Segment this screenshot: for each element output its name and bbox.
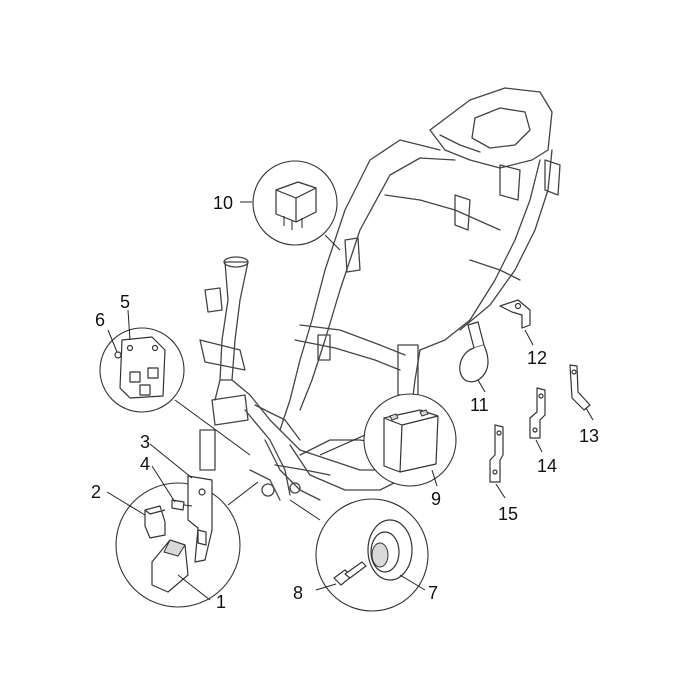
callout-2: 2 [91,482,146,516]
callout-3: 3 [140,432,193,479]
callout-label-14: 14 [537,456,557,476]
callout-8: 8 [293,583,337,603]
callout-label-5: 5 [120,292,130,312]
callout-label-3: 3 [140,432,150,452]
callout-10: 10 [213,193,252,213]
bracket-part-14 [529,387,546,453]
bracket-part-13 [569,364,594,421]
callout-14: 14 [537,456,557,476]
callout-7: 7 [399,574,438,603]
callout-12: 12 [527,348,547,368]
bracket-part-15 [489,424,506,499]
callout-6: 6 [95,310,118,353]
horn-detail [289,498,429,612]
callout-5: 5 [120,292,131,341]
callout-15: 15 [498,504,518,524]
callout-label-6: 6 [95,310,105,330]
bracket-part-12 [499,299,534,346]
callout-9: 9 [431,469,441,509]
callout-label-7: 7 [428,583,438,603]
callout-label-4: 4 [140,454,150,474]
clamp-part-11 [459,321,489,393]
callout-label-11: 11 [470,395,489,415]
callout-label-8: 8 [293,583,303,603]
bracket-5-detail [99,327,251,456]
relay-detail [252,160,341,251]
callout-4: 4 [140,454,176,503]
callout-label-15: 15 [498,504,518,524]
callout-1: 1 [177,574,226,612]
relay-bracket-detail [115,475,259,608]
callout-label-9: 9 [431,489,441,509]
callout-label-1: 1 [216,592,226,612]
callout-label-10: 10 [213,193,233,213]
callout-label-12: 12 [527,348,547,368]
callout-label-13: 13 [579,426,599,446]
scooter-frame [199,87,561,501]
callout-13: 13 [579,426,599,446]
battery-detail [319,393,457,487]
callout-11: 11 [470,395,489,415]
callout-label-2: 2 [91,482,101,502]
